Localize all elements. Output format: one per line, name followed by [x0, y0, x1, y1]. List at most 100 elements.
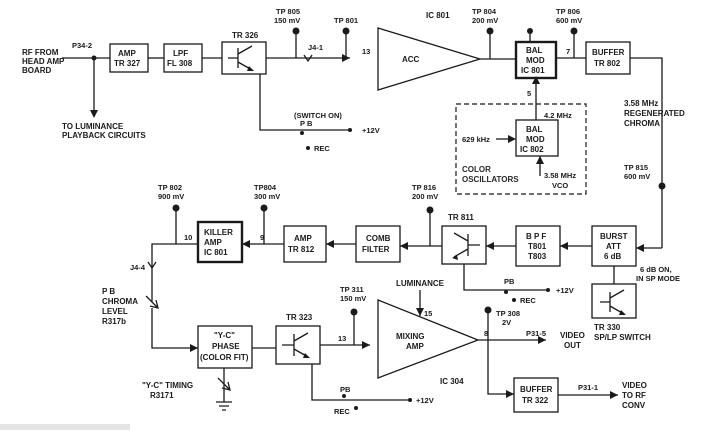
transistor-symbol — [453, 232, 480, 258]
plus12v-label-2: +12V — [556, 286, 574, 295]
tp308-name: TP 308 — [496, 309, 520, 318]
arrow-head — [362, 341, 370, 349]
amp-tr327-line2: TR 327 — [114, 59, 141, 68]
amp-tr327-block — [109, 43, 149, 73]
rec-label: REC — [314, 144, 330, 153]
bpf-line3: T803 — [528, 252, 547, 261]
bal-mod-802-line1: BAL — [526, 125, 543, 134]
luminance-label: LUMINANCE — [396, 279, 445, 288]
arrow-head — [560, 242, 568, 250]
tp815-name: TP 815 — [624, 163, 648, 172]
acc-amplifier — [377, 27, 483, 91]
comb-filter-line1: COMB — [366, 234, 391, 243]
pb-chroma-2: CHROMA — [102, 297, 138, 306]
switch-contact — [342, 394, 346, 398]
buffer-tr322-block — [513, 377, 559, 413]
input-label-1: RF FROM — [22, 48, 59, 57]
tr811-label: TR 811 — [448, 213, 474, 222]
yc-phase-block — [197, 325, 253, 369]
arrow-head — [452, 255, 458, 260]
comb-filter-line2: FILTER — [362, 245, 390, 254]
video-rf-3: CONV — [622, 401, 646, 410]
buffer-tr322-line2: TR 322 — [522, 396, 549, 405]
vco-line1: 3.58 MHz — [544, 171, 576, 180]
rec-contact — [306, 146, 310, 150]
bal-mod-801-line2: MOD — [526, 56, 545, 65]
arrow-head — [400, 242, 408, 250]
buffer-tr802-line2: TR 802 — [594, 59, 621, 68]
freq-629-label: 629 kHz — [462, 135, 490, 144]
arrow-head — [538, 336, 546, 344]
color-oscillators-group — [455, 103, 587, 195]
regen-label-2: REGENERATED — [624, 109, 685, 118]
j4-4-label: J4-4 — [130, 263, 146, 272]
transistor-symbol — [282, 332, 309, 358]
arrow-head — [636, 244, 644, 252]
killer-amp-line1: KILLER — [204, 228, 233, 237]
plus12v-label-3: +12V — [416, 396, 434, 405]
arrow-head — [536, 156, 544, 164]
switch-contact — [546, 288, 550, 292]
lpf-line1: LPF — [173, 49, 188, 58]
tr811-block — [441, 225, 487, 265]
tp806-name: TP 806 — [556, 7, 580, 16]
connector-mark — [303, 54, 313, 63]
tp804-top-level: 200 mV — [472, 16, 498, 25]
tr326-label: TR 326 — [232, 31, 259, 40]
bal-mod-802-block — [515, 119, 559, 157]
arrow-head — [303, 353, 310, 358]
killer-amp-block — [196, 220, 244, 264]
tp801-name: TP 801 — [334, 16, 358, 25]
freq-42-label: 4.2 MHz — [544, 111, 572, 120]
tr326-control-wire — [259, 74, 350, 131]
tp804-level: 300 mV — [254, 192, 280, 201]
input-label-2: HEAD AMP — [22, 57, 65, 66]
pb2-label: PB — [504, 277, 515, 286]
video-rf-1: VIDEO — [622, 381, 647, 390]
luminance-out-1: TO LUMINANCE — [62, 122, 124, 131]
yc-phase-line2: PHASE — [212, 342, 240, 351]
regen-chroma-wire — [630, 57, 663, 248]
rec-label-3: REC — [334, 407, 350, 416]
yc-timing-2: R3171 — [150, 391, 174, 400]
j4-1-label: J4-1 — [308, 43, 323, 52]
pb-label: P B — [300, 119, 313, 128]
yc-phase-line1: "Y-C" — [214, 331, 235, 340]
burst-att-line2: ATT — [606, 242, 621, 251]
buffer-tr802-block — [585, 41, 631, 75]
pin10-label: 10 — [184, 233, 192, 242]
arrow-head — [90, 110, 98, 118]
color-osc-line1: COLOR — [462, 165, 491, 174]
transistor-symbol — [228, 45, 253, 71]
bpf-line2: T801 — [528, 242, 547, 251]
arrow-head — [247, 66, 254, 71]
tr330-line2: SP/LP SWITCH — [594, 333, 651, 342]
tp805-name: TP 805 — [276, 7, 300, 16]
video-out-2: OUT — [564, 341, 581, 350]
tr811-control-wire — [463, 264, 548, 291]
variable-resistor — [217, 377, 231, 391]
tp815-level: 600 mV — [624, 172, 650, 181]
vco-line2: VCO — [552, 181, 568, 190]
tp311-level: 150 mV — [340, 294, 366, 303]
tp816-name: TP 816 — [412, 183, 436, 192]
video-rf-2: TO RF — [622, 391, 646, 400]
tr323-label: TR 323 — [286, 313, 313, 322]
regen-label-3: CHROMA — [624, 119, 660, 128]
switch-contact — [504, 290, 508, 294]
bpf-line1: B P F — [526, 232, 546, 241]
bal-mod-802-line3: IC 802 — [520, 145, 544, 154]
tr323-control-wire — [311, 364, 410, 401]
tp815-dot — [658, 182, 666, 190]
arrow-head — [486, 242, 494, 250]
arrow-head — [619, 310, 626, 315]
yc-phase-line3: (COLOR FIT) — [200, 353, 249, 362]
rec-label-2: REC — [520, 296, 536, 305]
pin5-label: 5 — [527, 89, 531, 98]
burst-att-block — [591, 225, 637, 267]
arrow-head — [190, 344, 198, 352]
acc-label: ACC — [402, 55, 420, 64]
buffer-tr322-line1: BUFFER — [520, 385, 553, 394]
wire — [487, 310, 514, 395]
amp-tr812-block — [283, 225, 327, 263]
